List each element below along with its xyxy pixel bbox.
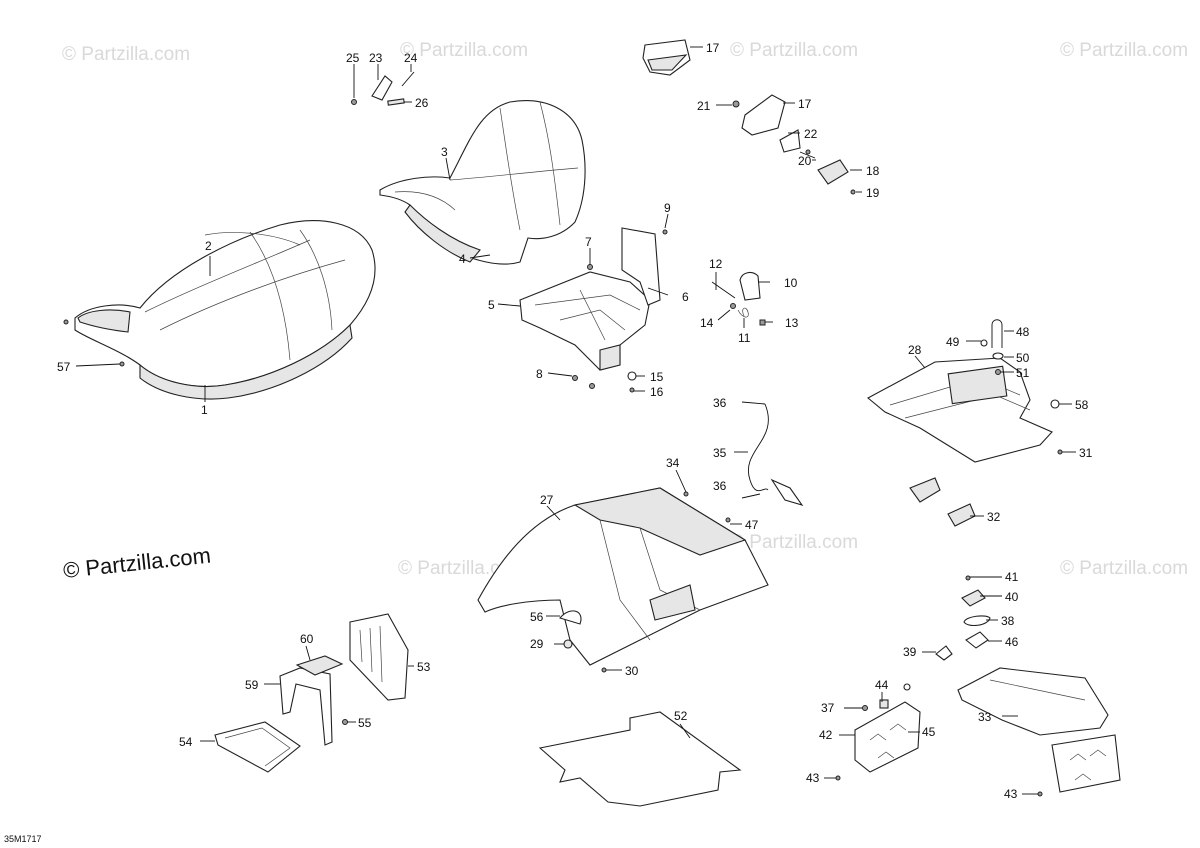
- rear-storage-tub: [477, 487, 769, 666]
- callout-40-number: 40: [1005, 590, 1019, 604]
- strap: [559, 610, 582, 625]
- screw: [662, 229, 668, 235]
- callout-57-number: 57: [57, 360, 71, 374]
- callout-50-number: 50: [1016, 351, 1030, 365]
- small-parts-right: [935, 575, 991, 661]
- reference-code: 35M1717: [4, 834, 42, 844]
- u-bolt-hardware: [980, 319, 1004, 375]
- callout-33-number: 33: [978, 710, 992, 724]
- watermark: © Partzilla.com: [400, 40, 528, 61]
- callout-38-number: 38: [1001, 614, 1015, 628]
- callout-10-number: 10: [784, 276, 798, 290]
- callout-26-number: 26: [415, 96, 429, 110]
- callout-8-number: 8: [536, 367, 543, 381]
- watermark: © Partzilla.com: [730, 40, 858, 61]
- rear-bracket-rack: [957, 667, 1121, 793]
- callout-21-number: 21: [697, 99, 711, 113]
- seat-base-frame: [519, 271, 651, 371]
- callout-27-number: 27: [540, 493, 554, 507]
- seat-passenger: [379, 100, 586, 265]
- callout-45-number: 45: [922, 725, 936, 739]
- callout-32-number: 32: [987, 510, 1001, 524]
- callout-60-number: 60: [300, 632, 314, 646]
- rear-frame: [867, 357, 1063, 463]
- callout-56-number: 56: [530, 610, 544, 624]
- callout-numbers: 2 1 3 4 5 6 7 8 9 10 11 12 13 14 15 16 1…: [57, 41, 1093, 801]
- bracket: [909, 477, 941, 503]
- callout-54-number: 54: [179, 735, 193, 749]
- screw: [119, 361, 125, 367]
- callout-3-number: 3: [441, 145, 448, 159]
- cable-assembly: [741, 401, 804, 506]
- callout-43-number: 43: [1004, 787, 1018, 801]
- callout-4-number: 4: [459, 252, 466, 266]
- callout-43-number: 43: [806, 771, 820, 785]
- callout-31-number: 31: [1079, 446, 1093, 460]
- callout-46-number: 46: [1005, 635, 1019, 649]
- handle-parts: [642, 39, 856, 195]
- callout-25-number: 25: [346, 51, 360, 65]
- watermark: © Partzilla.com: [62, 44, 190, 65]
- callout-48-number: 48: [1016, 325, 1030, 339]
- callout-28-number: 28: [908, 343, 922, 357]
- callout-37-number: 37: [821, 701, 835, 715]
- seat-plate: [621, 227, 661, 306]
- callout-42-number: 42: [819, 728, 833, 742]
- callout-51-number: 51: [1016, 366, 1030, 380]
- callout-9-number: 9: [664, 201, 671, 215]
- callout-11-number: 11: [738, 331, 751, 345]
- callout-15-number: 15: [650, 370, 664, 384]
- callout-1-number: 1: [201, 403, 208, 417]
- callout-39-number: 39: [903, 645, 917, 659]
- screw: [601, 667, 607, 673]
- callout-18-number: 18: [866, 164, 880, 178]
- latch-assembly: [711, 271, 766, 326]
- callout-52-number: 52: [674, 709, 688, 723]
- callout-35-number: 35: [713, 446, 727, 460]
- callout-5-number: 5: [488, 298, 495, 312]
- callout-41-number: 41: [1005, 570, 1019, 584]
- callout-17-number: 17: [798, 97, 812, 111]
- callout-55-number: 55: [358, 716, 372, 730]
- callout-29-number: 29: [530, 637, 544, 651]
- callout-12-number: 12: [709, 257, 723, 271]
- plate-assembly: [835, 683, 1043, 797]
- watermark: © Partzilla.com: [1060, 558, 1188, 579]
- callout-30-number: 30: [625, 664, 639, 678]
- callout-13-number: 13: [785, 316, 799, 330]
- callout-19-number: 19: [866, 186, 880, 200]
- hardware-top: [351, 71, 415, 106]
- callout-36-number: 36: [713, 479, 727, 493]
- callout-14-number: 14: [700, 316, 714, 330]
- callout-17-number: 17: [706, 41, 720, 55]
- callout-53-number: 53: [417, 660, 431, 674]
- seat-main: [74, 220, 376, 400]
- callout-7-number: 7: [585, 235, 592, 249]
- hardware-seat-base: [572, 264, 637, 393]
- battery-parts: [214, 613, 409, 773]
- callout-34-number: 34: [666, 456, 680, 470]
- callout-6-number: 6: [682, 290, 689, 304]
- callout-59-number: 59: [245, 678, 259, 692]
- watermark: © Partzilla.com: [1060, 40, 1188, 61]
- screw: [63, 319, 69, 325]
- callout-24-number: 24: [404, 51, 418, 65]
- watermark-main: © Partzilla.com: [62, 543, 212, 583]
- callout-20-number: 20: [798, 154, 812, 168]
- callout-44-number: 44: [875, 678, 889, 692]
- callout-16-number: 16: [650, 385, 664, 399]
- callout-58-number: 58: [1075, 398, 1089, 412]
- watermark: © Partzilla.com: [730, 532, 858, 553]
- callout-23-number: 23: [369, 51, 383, 65]
- callout-1-number: 2: [205, 239, 212, 253]
- leader-lines: [75, 46, 1076, 795]
- callout-22-number: 22: [804, 127, 818, 141]
- callout-47-number: 47: [745, 518, 759, 532]
- floor-mat: [538, 711, 742, 807]
- callout-49-number: 49: [946, 335, 960, 349]
- bracket: [947, 503, 976, 527]
- grommet: [563, 639, 573, 649]
- callout-36-number: 36: [713, 396, 727, 410]
